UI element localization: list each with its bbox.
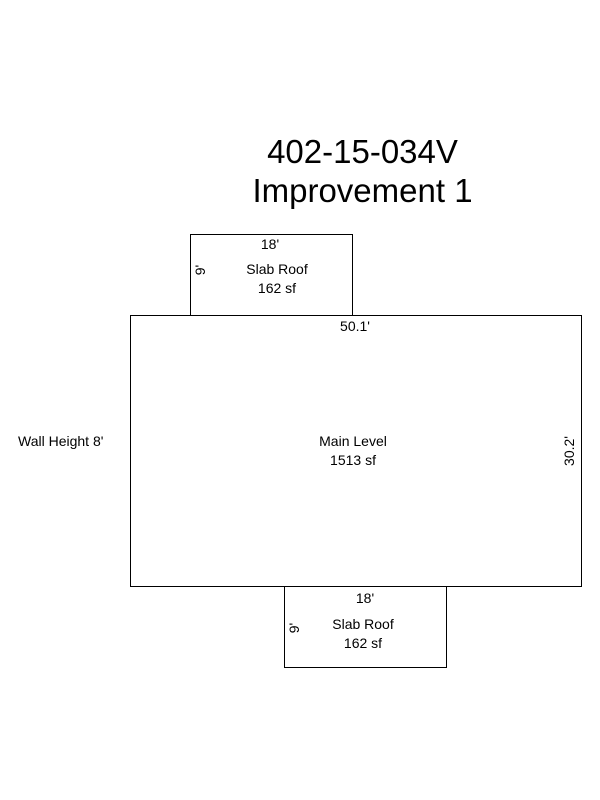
- main-level-outline: [130, 315, 582, 587]
- main-level-name: Main Level: [319, 433, 387, 449]
- top-slab-depth-label: 9': [192, 264, 208, 276]
- bottom-slab-roof-outline: [284, 586, 447, 668]
- top-slab-width-label: 18': [260, 236, 280, 252]
- improvement-title: Improvement 1: [252, 172, 473, 209]
- main-level-area: 1513 sf: [330, 452, 376, 468]
- top-slab-name: Slab Roof: [246, 261, 308, 277]
- wall-height-label: Wall Height 8': [18, 433, 104, 449]
- bottom-slab-name: Slab Roof: [332, 616, 394, 632]
- top-slab-area: 162 sf: [257, 280, 297, 296]
- bottom-slab-area: 162 sf: [343, 635, 383, 651]
- bottom-slab-width-label: 18': [355, 590, 375, 606]
- main-level-width-label: 50.1': [340, 318, 370, 334]
- bottom-slab-depth-label: 9': [286, 622, 302, 634]
- main-level-depth-label: 30.2': [561, 436, 577, 466]
- parcel-id-title: 402-15-034V: [267, 133, 458, 170]
